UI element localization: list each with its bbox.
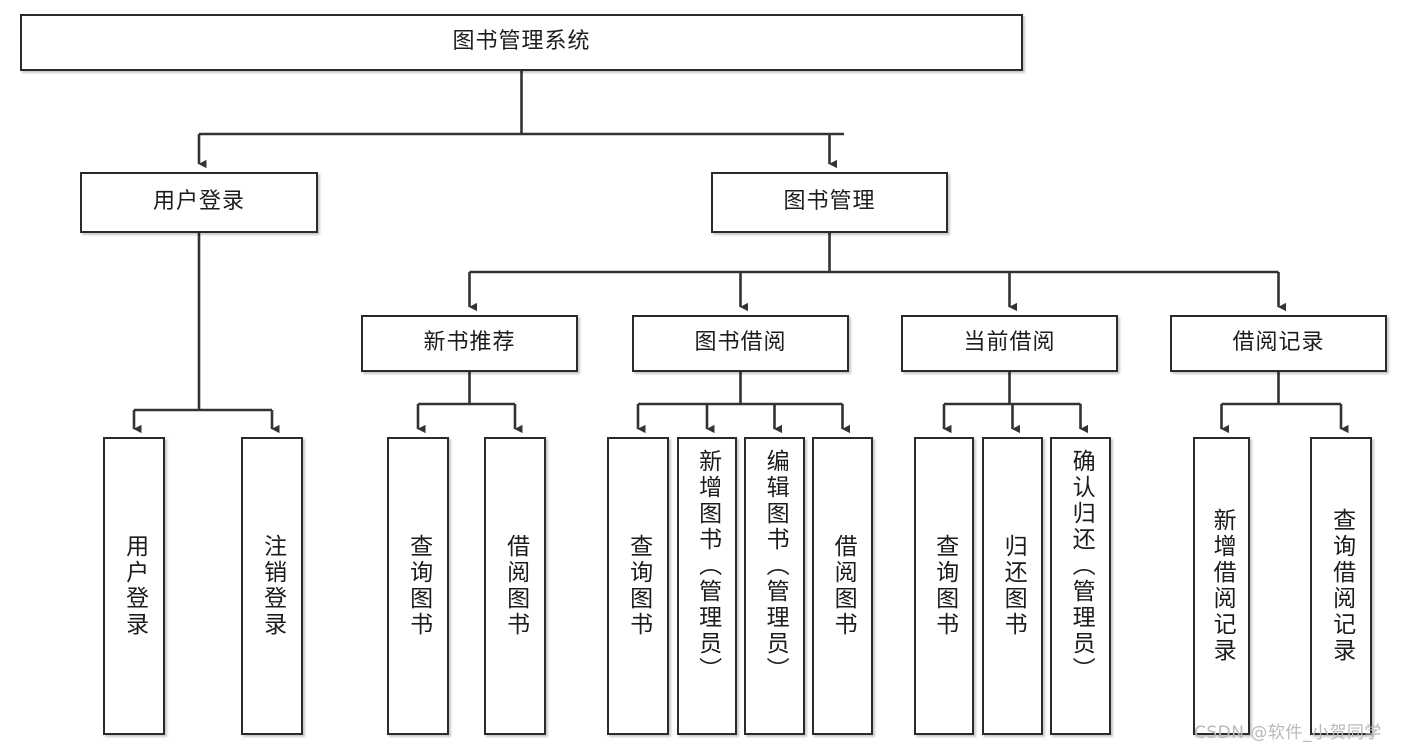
node-root-label: 图书管理系统	[452, 29, 591, 55]
node-leaf-user-login[interactable]: 用户登录	[103, 437, 165, 735]
node-leaf-logout[interactable]: 注销登录	[241, 437, 303, 735]
node-user-login[interactable]: 用户登录	[80, 172, 318, 233]
node-leaf-logout-label: 注销登录	[259, 534, 286, 638]
node-leaf-query-book-1-label: 查询图书	[405, 534, 432, 638]
node-leaf-return-book[interactable]: 归还图书	[982, 437, 1043, 735]
node-leaf-query-book-2-label: 查询图书	[625, 534, 652, 638]
node-leaf-add-book[interactable]: 新增图书（管理员）	[677, 437, 737, 735]
node-leaf-return-book-label: 归还图书	[1000, 534, 1027, 638]
node-book-manage-label: 图书管理	[783, 189, 876, 215]
node-leaf-query-book-3[interactable]: 查询图书	[914, 437, 974, 735]
node-leaf-add-record[interactable]: 新增借阅记录	[1193, 437, 1250, 735]
node-leaf-borrow-book-2-label: 借阅图书	[830, 534, 857, 638]
node-leaf-query-record[interactable]: 查询借阅记录	[1310, 437, 1372, 735]
node-new-book-rec-label: 新书推荐	[423, 330, 516, 356]
node-leaf-query-book-2[interactable]: 查询图书	[607, 437, 669, 735]
node-leaf-borrow-book-2[interactable]: 借阅图书	[812, 437, 873, 735]
node-leaf-confirm-return[interactable]: 确认归还（管理员）	[1050, 437, 1111, 735]
node-current-borrow-label: 当前借阅	[963, 330, 1056, 356]
node-leaf-user-login-label: 用户登录	[121, 534, 148, 638]
node-book-borrow-label: 图书借阅	[694, 330, 787, 356]
node-user-login-label: 用户登录	[152, 189, 245, 215]
node-leaf-confirm-return-label: 确认归还（管理员）	[1068, 449, 1095, 683]
node-new-book-rec[interactable]: 新书推荐	[361, 315, 578, 372]
node-current-borrow[interactable]: 当前借阅	[901, 315, 1118, 372]
node-root[interactable]: 图书管理系统	[20, 14, 1023, 71]
node-borrow-record[interactable]: 借阅记录	[1170, 315, 1387, 372]
node-leaf-borrow-book-1-label: 借阅图书	[502, 534, 529, 638]
node-leaf-add-book-label: 新增图书（管理员）	[694, 449, 721, 683]
node-book-manage[interactable]: 图书管理	[711, 172, 948, 233]
node-leaf-edit-book[interactable]: 编辑图书（管理员）	[744, 437, 805, 735]
watermark: CSDN @软件_小贺同学	[1194, 723, 1382, 743]
node-leaf-query-book-3-label: 查询图书	[931, 534, 958, 638]
node-book-borrow[interactable]: 图书借阅	[632, 315, 849, 372]
node-leaf-query-record-label: 查询借阅记录	[1328, 508, 1355, 664]
node-leaf-query-book-1[interactable]: 查询图书	[387, 437, 449, 735]
node-leaf-borrow-book-1[interactable]: 借阅图书	[484, 437, 546, 735]
node-leaf-add-record-label: 新增借阅记录	[1209, 508, 1236, 664]
node-leaf-edit-book-label: 编辑图书（管理员）	[762, 449, 789, 683]
node-borrow-record-label: 借阅记录	[1232, 330, 1325, 356]
